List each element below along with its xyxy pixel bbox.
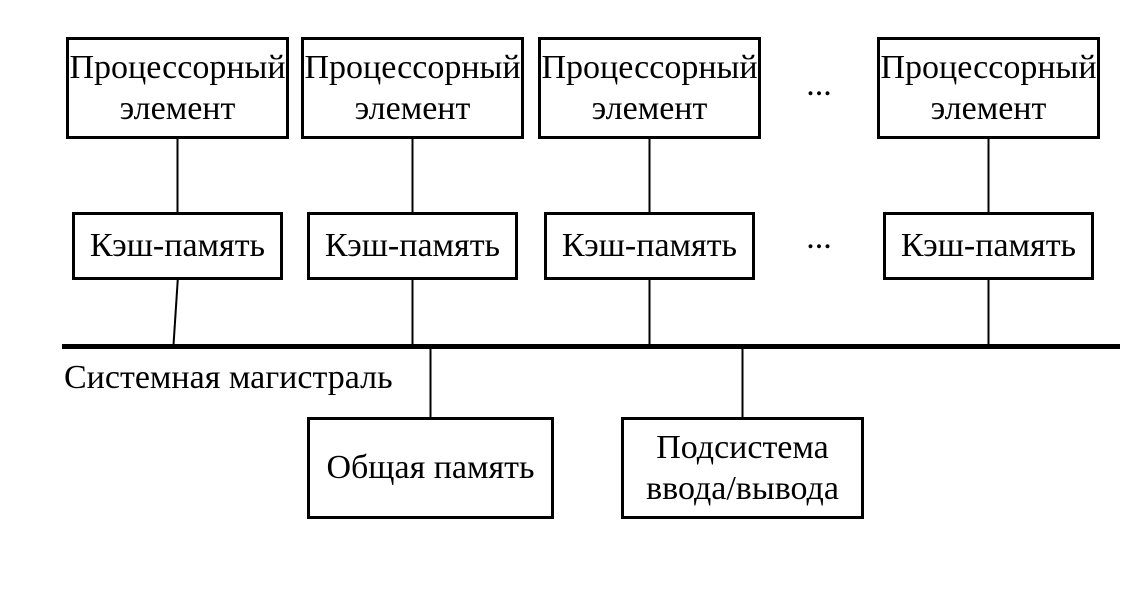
cache-memory-box-1: Кэш-память: [72, 212, 283, 280]
cache-memory-box-3: Кэш-память: [544, 212, 755, 280]
cache-memory-box-4: Кэш-память: [883, 212, 1094, 280]
ellipsis-caches: ...: [806, 219, 832, 256]
processor-element-box-3: Процессорный элемент: [538, 37, 761, 139]
ellipsis-processors: ...: [806, 66, 832, 103]
processor-element-box-2: Процессорный элемент: [301, 37, 524, 139]
io-subsystem-box: Подсистема ввода/вывода: [621, 417, 864, 519]
processor-element-box-1: Процессорный элемент: [66, 37, 289, 139]
connector-cache1-bus: [172, 275, 179, 346]
cache-memory-box-2: Кэш-память: [307, 212, 518, 280]
processor-element-box-4: Процессорный элемент: [877, 37, 1100, 139]
system-bus-label: Системная магистраль: [64, 359, 393, 396]
shared-memory-box: Общая память: [307, 417, 554, 519]
